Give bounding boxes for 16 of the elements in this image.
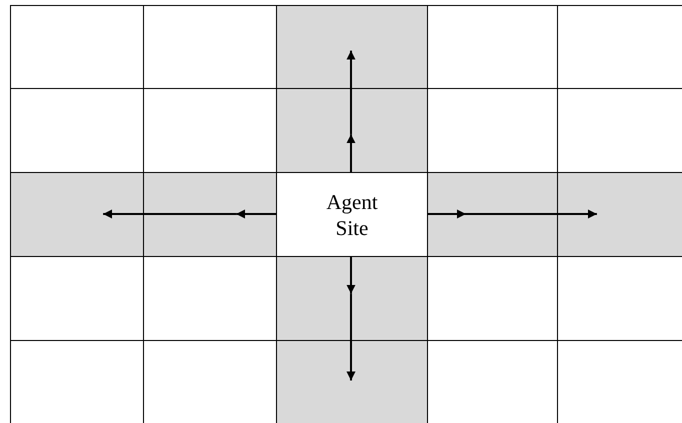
- shaded-grid-cell: [427, 172, 558, 257]
- shaded-grid-cell: [276, 88, 428, 173]
- arrow: [346, 256, 356, 294]
- shaded-grid-cell: [276, 256, 428, 341]
- shaded-grid-cell: [276, 5, 428, 89]
- shaded-grid-cell: [557, 172, 682, 257]
- arrow: [466, 210, 597, 218]
- shaded-grid-cell: [10, 172, 144, 257]
- arrow: [236, 210, 276, 218]
- arrow: [346, 134, 356, 172]
- arrow: [346, 50, 356, 134]
- arrow: [427, 210, 466, 218]
- shaded-grid-cell: [143, 172, 277, 257]
- arrow: [103, 210, 236, 218]
- shaded-grid-cell: [276, 340, 428, 423]
- arrow: [346, 294, 356, 380]
